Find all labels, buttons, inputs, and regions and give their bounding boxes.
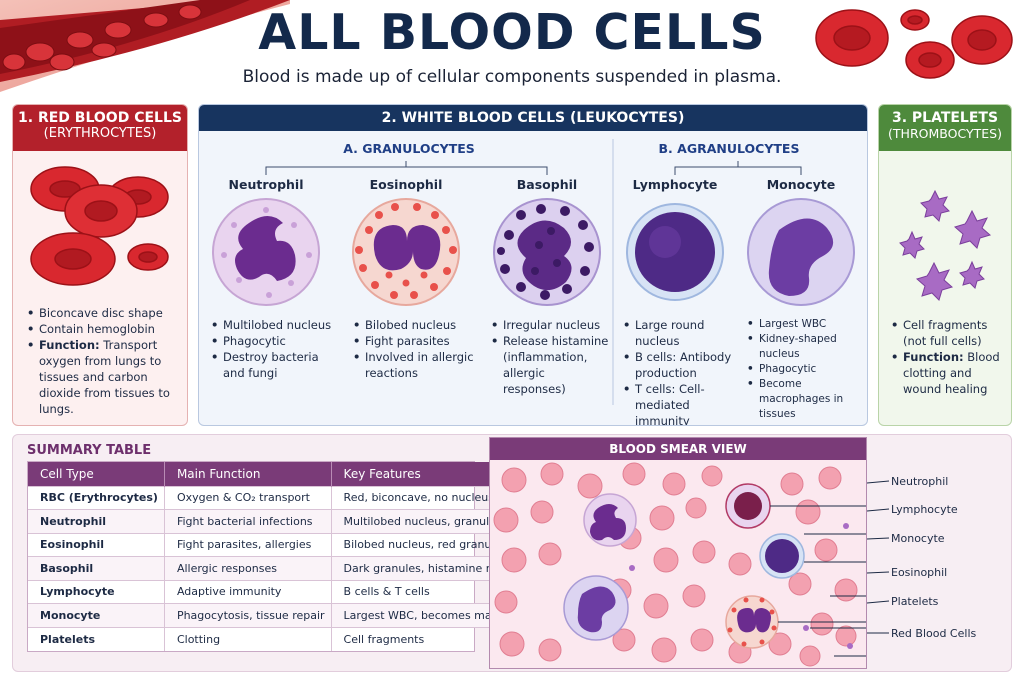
list-item: Largest WBC <box>747 317 867 332</box>
blood-smear-image <box>493 462 866 667</box>
table-cell: Oxygen & CO₂ transport <box>164 485 332 510</box>
basophil-bullets: Irregular nucleus Release histamine (inf… <box>491 317 609 397</box>
list-item: Bilobed nucleus <box>353 317 478 333</box>
list-item: Contain hemoglobin <box>27 321 177 337</box>
list-item: Cell fragments (not full cells) <box>891 317 1007 349</box>
red-blood-cells-panel: 1. RED BLOOD CELLS (ERYTHROCYTES) Biconc… <box>12 104 188 426</box>
table-cell: Phagocytosis, tissue repair <box>164 603 332 627</box>
list-item: Irregular nucleus <box>491 317 609 333</box>
eosinophil-label: Eosinophil <box>369 177 443 192</box>
monocyte-bullets: Largest WBC Kidney-shaped nucleus Phagoc… <box>747 317 867 422</box>
neutrophil-cell-icon <box>212 198 320 306</box>
list-item: Phagocytic <box>747 362 867 377</box>
table-cell: RBC (Erythrocytes) <box>28 485 165 510</box>
list-item: Involved in allergic reactions <box>353 349 478 381</box>
red-heading-line2: (ERYTHROCYTES) <box>43 126 157 141</box>
agranulocytes-heading: B. AGRANULOCYTES <box>658 141 800 156</box>
wbc-illustrations <box>212 139 855 405</box>
smear-label-lymphocyte: Lymphocyte <box>891 503 958 516</box>
monocyte-label: Monocyte <box>766 177 836 192</box>
neutrophil-label: Neutrophil <box>228 177 304 192</box>
platelets-panel: 3. PLATELETS (THROMBOCYTES) Cell fragmen… <box>878 104 1012 426</box>
list-item: B cells: Antibody production <box>623 349 741 381</box>
page-subtitle: Blood is made up of cellular components … <box>242 67 782 87</box>
white-blood-cells-panel: 2. WHITE BLOOD CELLS (LEUKOCYTES) A. GRA… <box>198 104 868 426</box>
table-cell: Fight bacterial infections <box>164 509 332 533</box>
function-text: Blood clotting and wound healing <box>903 350 1000 396</box>
table-row: RBC (Erythrocytes)Oxygen & CO₂ transport… <box>28 485 551 510</box>
list-item: Destroy bacteria and fungi <box>211 349 341 381</box>
red-cells-illustration <box>815 9 1013 79</box>
blood-vessel-illustration <box>0 0 290 92</box>
function-text: Transport oxygen from lungs to tissues a… <box>39 338 170 416</box>
page-title: ALL BLOOD CELLS <box>258 4 766 61</box>
table-cell: Adaptive immunity <box>164 579 332 604</box>
table-cell: Platelets <box>28 626 165 651</box>
table-cell: Eosinophil <box>28 532 165 557</box>
list-item: Large round nucleus <box>623 317 741 349</box>
smear-label-neutrophil: Neutrophil <box>891 475 949 488</box>
list-item: Biconcave disc shape <box>27 305 177 321</box>
column-header: Cell Type <box>28 462 165 486</box>
granulocytes-heading: A. GRANULOCYTES <box>343 141 475 156</box>
lymphocyte-label: Lymphocyte <box>632 177 718 192</box>
smear-label-monocyte: Monocyte <box>891 532 945 545</box>
platelets-bullets: Cell fragments (not full cells) Function… <box>891 317 1007 397</box>
list-item: Function: Blood clotting and wound heali… <box>891 349 1007 397</box>
list-item: Kidney-shaped nucleus <box>747 332 867 362</box>
table-cell: Neutrophil <box>28 509 165 533</box>
monocyte-cell-icon <box>747 198 855 306</box>
table-cell: Lymphocyte <box>28 579 165 604</box>
lymphocyte-bullets: Large round nucleus B cells: Antibody pr… <box>623 317 741 425</box>
list-item: Multilobed nucleus <box>211 317 341 333</box>
list-item: Fight parasites <box>353 333 478 349</box>
platelets-heading-line1: 3. PLATELETS <box>891 110 999 126</box>
red-cells-bullets: Biconcave disc shape Contain hemoglobin … <box>27 305 177 417</box>
column-header: Main Function <box>164 462 332 486</box>
blood-smear-panel: BLOOD SMEAR VIEW <box>489 437 867 669</box>
smear-label-red-blood-cells: Red Blood Cells <box>891 627 977 640</box>
summary-table-heading: SUMMARY TABLE <box>27 443 152 458</box>
list-item: Become macrophages in tissues <box>747 377 867 422</box>
red-blood-cell-icon <box>30 166 169 286</box>
function-label: Function: <box>39 338 100 352</box>
list-item: T cells: Cell-mediated immunity <box>623 381 741 425</box>
platelets-heading-line2: (THROMBOCYTES) <box>888 126 1002 141</box>
eosinophil-bullets: Bilobed nucleus Fight parasites Involved… <box>353 317 478 381</box>
smear-label-platelets: Platelets <box>891 595 939 608</box>
red-blood-cells-heading: 1. RED BLOOD CELLS (ERYTHROCYTES) <box>13 105 187 151</box>
summary-table: Cell Type Main Function Key Features RBC… <box>27 461 551 652</box>
red-heading-line1: 1. RED BLOOD CELLS <box>18 110 182 126</box>
blood-smear-heading: BLOOD SMEAR VIEW <box>490 438 866 460</box>
smear-pointer-lines <box>867 480 890 634</box>
lymphocyte-cell-icon <box>626 203 724 301</box>
table-cell: Allergic responses <box>164 556 332 580</box>
platelets-icon <box>899 189 992 301</box>
platelets-heading: 3. PLATELETS (THROMBOCYTES) <box>879 105 1011 151</box>
eosinophil-cell-icon <box>352 198 460 306</box>
list-item: Release histamine (inflammation, allergi… <box>491 333 609 397</box>
summary-table-panel: SUMMARY TABLE Cell Type Main Function Ke… <box>12 434 1012 672</box>
basophil-label: Basophil <box>516 177 578 192</box>
table-cell: Fight parasites, allergies <box>164 532 332 557</box>
white-blood-cells-heading: 2. WHITE BLOOD CELLS (LEUKOCYTES) <box>199 105 867 131</box>
smear-label-eosinophil: Eosinophil <box>891 566 948 579</box>
table-cell: Basophil <box>28 556 165 580</box>
function-label: Function: <box>903 350 964 364</box>
list-item: Function: Transport oxygen from lungs to… <box>27 337 177 417</box>
list-item: Phagocytic <box>211 333 341 349</box>
table-cell: Clotting <box>164 626 332 651</box>
basophil-cell-icon <box>493 198 601 306</box>
neutrophil-bullets: Multilobed nucleus Phagocytic Destroy ba… <box>211 317 341 381</box>
table-header-row: Cell Type Main Function Key Features <box>28 462 551 486</box>
table-cell: Monocyte <box>28 603 165 627</box>
